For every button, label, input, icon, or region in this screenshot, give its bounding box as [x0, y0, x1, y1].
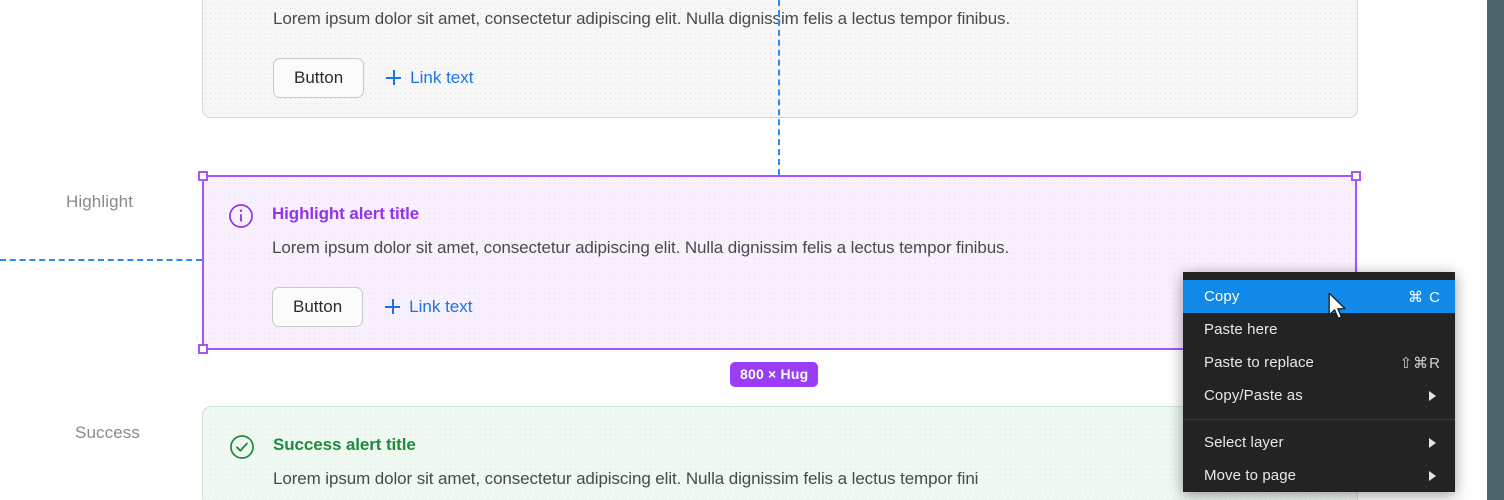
alert-link-label: Link text: [410, 67, 474, 87]
alert-title: Success alert title: [273, 435, 416, 454]
selection-edge-left: [202, 175, 204, 350]
menu-item-label: Copy/Paste as: [1204, 387, 1303, 404]
alignment-guide-vertical: [778, 0, 780, 175]
alert-body-text: Lorem ipsum dolor sit amet, consectetur …: [272, 238, 1010, 257]
resize-handle-bottom-left[interactable]: [198, 344, 208, 354]
selection-edge-right: [1355, 175, 1357, 350]
menu-item-move-to-page[interactable]: Move to page: [1183, 459, 1455, 492]
menu-item-label: Paste to replace: [1204, 354, 1314, 371]
alignment-guide-horizontal: [0, 259, 202, 261]
row-label-success: Success: [75, 423, 140, 442]
plus-icon: [385, 299, 401, 315]
context-menu[interactable]: Copy ⌘ C Paste here Paste to replace ⇧⌘R…: [1183, 272, 1455, 492]
alert-button[interactable]: Button: [273, 58, 365, 98]
menu-item-label: Copy: [1204, 288, 1240, 305]
menu-item-paste-to-replace[interactable]: Paste to replace ⇧⌘R: [1183, 346, 1455, 379]
plus-icon: [386, 70, 402, 86]
alert-actions: Button Link text: [273, 58, 473, 98]
menu-item-select-layer[interactable]: Select layer: [1183, 426, 1455, 459]
alert-body-text: Lorem ipsum dolor sit amet, consectetur …: [273, 469, 979, 488]
alert-body-text: Lorem ipsum dolor sit amet, consectetur …: [273, 9, 1011, 28]
selection-edge-top: [202, 175, 1357, 177]
alert-actions: Button Link text: [272, 287, 472, 327]
menu-item-copy[interactable]: Copy ⌘ C: [1183, 280, 1455, 313]
right-panel-strip: [1487, 0, 1504, 500]
alert-title: Highlight alert title: [272, 204, 420, 223]
alert-card-success[interactable]: Success alert title Lorem ipsum dolor si…: [202, 406, 1358, 500]
check-circle-icon: [229, 434, 255, 460]
alert-link[interactable]: Link text: [385, 297, 472, 317]
menu-item-label: Move to page: [1204, 467, 1297, 484]
chevron-right-icon: [1429, 470, 1436, 481]
alert-link[interactable]: Link text: [386, 68, 473, 88]
alert-card-neutral[interactable]: Lorem ipsum dolor sit amet, consectetur …: [202, 0, 1358, 118]
alert-button[interactable]: Button: [272, 287, 364, 327]
resize-handle-top-right[interactable]: [1351, 171, 1361, 181]
menu-item-shortcut: ⌘ C: [1408, 288, 1441, 306]
selection-size-badge: 800 × Hug: [730, 362, 819, 387]
menu-item-label: Paste here: [1204, 321, 1278, 338]
menu-separator: [1183, 419, 1455, 420]
alert-link-label: Link text: [409, 296, 473, 316]
alert-card-highlight[interactable]: Highlight alert title Lorem ipsum dolor …: [202, 176, 1358, 349]
menu-item-copy-paste-as[interactable]: Copy/Paste as: [1183, 379, 1455, 412]
selection-edge-bottom: [202, 348, 1357, 350]
menu-item-paste-here[interactable]: Paste here: [1183, 313, 1455, 346]
menu-item-label: Select layer: [1204, 434, 1284, 451]
chevron-right-icon: [1429, 437, 1436, 448]
info-circle-icon: [228, 203, 254, 229]
menu-item-shortcut: ⇧⌘R: [1399, 354, 1441, 372]
resize-handle-top-left[interactable]: [198, 171, 208, 181]
row-label-highlight: Highlight: [66, 192, 134, 211]
chevron-right-icon: [1429, 390, 1436, 401]
